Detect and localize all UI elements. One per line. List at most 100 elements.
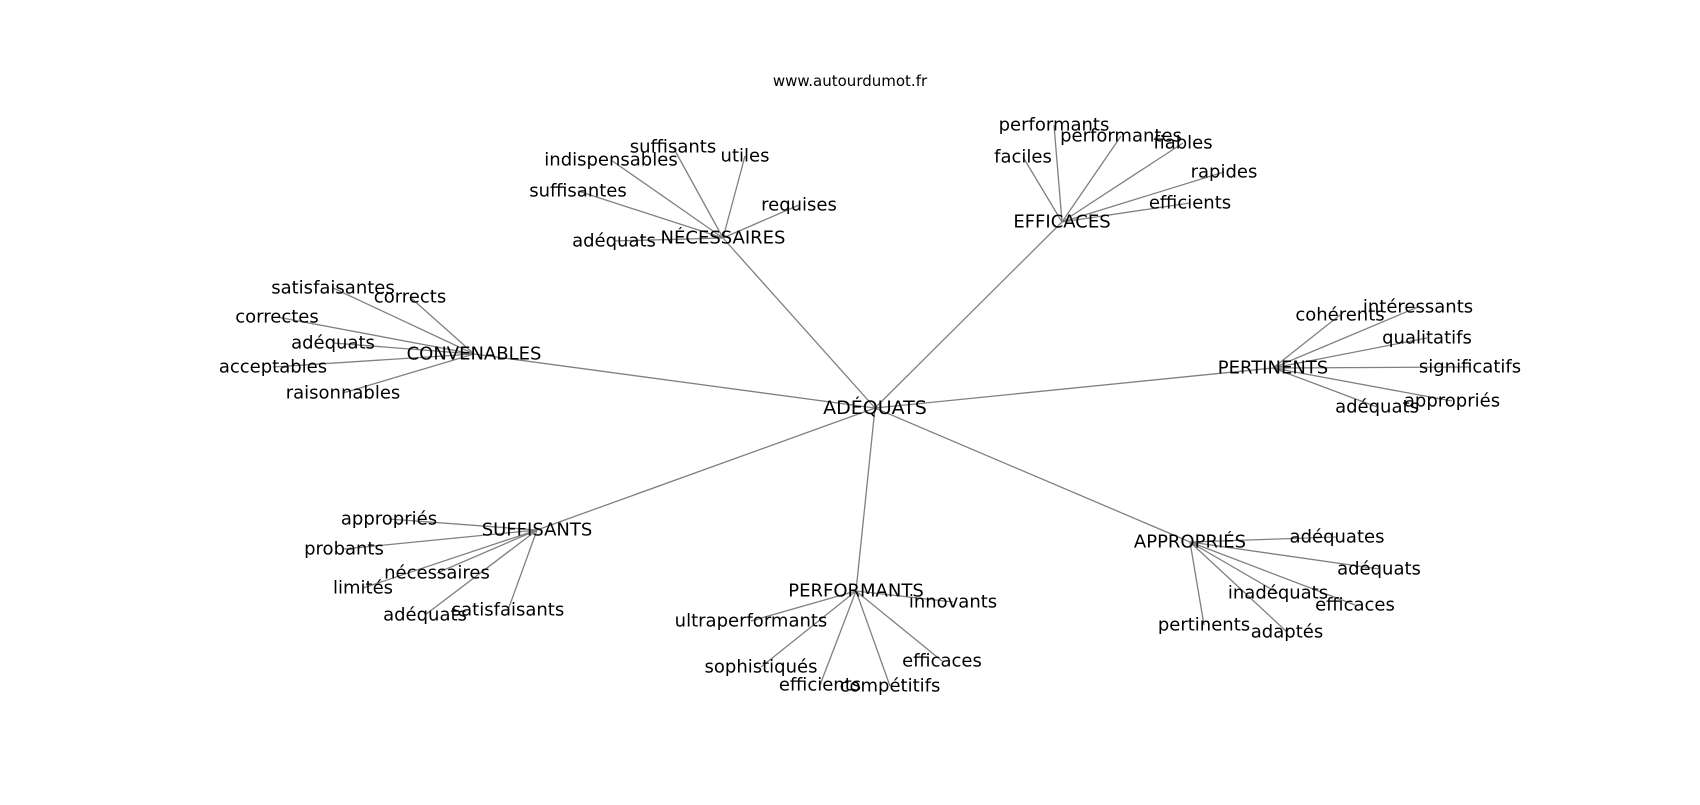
leaf-word-label: qualitatifs (1382, 328, 1472, 349)
leaf-word-label: sophistiqués (705, 657, 818, 678)
edge-branch-to-leaf (1061, 171, 1225, 223)
watermark: www.autourdumot.fr (772, 72, 928, 90)
leaf-word-label: faciles (994, 147, 1052, 168)
edge-branch-to-leaf (855, 590, 891, 687)
edge-branch-to-leaf (332, 287, 475, 355)
branch-word-label: SUFFISANTS (482, 520, 593, 541)
leaf-word-label: requises (761, 195, 837, 216)
edge-branch-to-leaf (1022, 156, 1063, 223)
edge-branch-to-leaf (722, 155, 746, 239)
edge-branch-to-leaf (1189, 536, 1338, 543)
edge-branch-to-leaf (424, 529, 538, 616)
edge-branch-to-leaf (855, 590, 954, 603)
edge-branch-to-leaf (855, 590, 943, 662)
leaf-word-label: efficaces (1315, 595, 1395, 616)
leaf-word-label: satisfaisants (452, 600, 564, 621)
edge-branch-to-leaf (1061, 142, 1184, 223)
edge-branch-to-leaf (577, 190, 724, 239)
leaf-word-label: adéquats (1337, 559, 1421, 580)
leaf-word-label: limités (333, 578, 393, 599)
leaf-word-label: appropriés (1404, 391, 1500, 412)
leaf-word-label: nécessaires (384, 563, 490, 584)
edge-center-to-branch (874, 407, 1191, 543)
edge-branch-to-leaf (1189, 541, 1356, 606)
edge-branch-to-leaf (750, 590, 857, 622)
edge-branch-to-leaf (409, 296, 475, 355)
leaf-word-label: acceptables (219, 357, 327, 378)
edge-branch-to-leaf (613, 237, 724, 242)
leaf-word-label: adéquates (1290, 527, 1385, 548)
leaf-word-label: pertinents (1158, 615, 1250, 636)
branch-word-label: NÉCESSAIRES (661, 227, 786, 249)
edge-branch-to-leaf (1189, 541, 1279, 594)
edge-branch-to-leaf (1272, 366, 1471, 369)
edge-branch-to-leaf (362, 529, 538, 589)
leaf-word-label: inadéquats (1228, 583, 1328, 604)
edge-branch-to-leaf (1272, 337, 1428, 369)
branch-word-label: EFFICACES (1013, 212, 1110, 233)
edge-branch-to-leaf (1189, 541, 1380, 570)
leaf-word-label: corrects (374, 287, 446, 308)
leaf-word-label: raisonnables (286, 383, 401, 404)
edge-branch-to-leaf (436, 529, 538, 574)
leaf-word-label: adéquats (572, 231, 656, 252)
branch-word-label: PERTINENTS (1218, 358, 1328, 379)
leaf-word-label: compétitifs (840, 676, 941, 697)
branch-word-label: PERFORMANTS (788, 581, 924, 602)
leaf-word-label: indispensables (544, 150, 677, 171)
leaf-word-label: correctes (235, 307, 318, 328)
leaf-word-label: adaptés (1251, 622, 1323, 643)
leaf-word-label: utiles (721, 146, 770, 167)
edge-branch-to-leaf (1061, 135, 1122, 223)
edge-branch-to-leaf (1189, 541, 1205, 626)
leaf-word-label: performants (999, 115, 1110, 136)
edge-center-to-branch (473, 353, 876, 409)
leaf-word-label: cohérents (1295, 305, 1384, 326)
leaf-word-label: significatifs (1419, 357, 1521, 378)
center-word-label: ADÉQUATS (823, 396, 927, 419)
edge-branch-to-leaf (388, 518, 538, 531)
leaf-word-label: satisfaisantes (271, 278, 395, 299)
edge-branch-to-leaf (332, 342, 475, 355)
edge-branch-to-leaf (610, 159, 724, 239)
edge-branch-to-leaf (343, 529, 538, 550)
leaf-word-label: suffisants (630, 137, 716, 158)
leaf-word-label: adéquats (1335, 397, 1419, 418)
edge-center-to-branch (855, 407, 876, 592)
edge-branch-to-leaf (1272, 314, 1341, 369)
leaf-word-label: adéquats (291, 333, 375, 354)
edge-branch-to-leaf (672, 146, 724, 239)
leaf-word-label: fiables (1153, 133, 1212, 154)
leaf-word-label: performantes (1060, 126, 1182, 147)
edge-branch-to-leaf (276, 316, 475, 355)
leaf-word-label: rapides (1191, 162, 1258, 183)
edge-branch-to-leaf (1053, 124, 1063, 223)
edge-branch-to-leaf (1061, 202, 1191, 223)
edge-branch-to-leaf (722, 204, 800, 239)
edge-center-to-branch (874, 367, 1274, 409)
leaf-word-label: efficaces (902, 651, 982, 672)
edge-center-to-branch (722, 237, 876, 409)
leaf-word-label: efficients (779, 675, 861, 696)
leaf-word-label: intéressants (1363, 297, 1473, 318)
leaf-word-label: suffisantes (529, 181, 627, 202)
edge-branch-to-leaf (272, 353, 475, 368)
leaf-word-label: efficients (1149, 193, 1231, 214)
edge-branch-to-leaf (507, 529, 538, 611)
edge-center-to-branch (874, 221, 1063, 409)
branch-word-label: CONVENABLES (407, 344, 542, 365)
leaf-word-label: innovants (909, 592, 997, 613)
leaf-word-label: probants (304, 539, 384, 560)
edge-center-to-branch (536, 407, 876, 531)
leaf-word-label: appropriés (341, 509, 437, 530)
edge-branch-to-leaf (342, 353, 475, 394)
leaf-word-label: ultraperformants (675, 611, 828, 632)
edge-branch-to-leaf (760, 590, 857, 668)
edge-branch-to-leaf (1272, 367, 1378, 408)
edge-branch-to-leaf (1189, 541, 1288, 633)
edge-branch-to-leaf (1272, 367, 1453, 402)
edge-branch-to-leaf (1272, 306, 1419, 369)
branch-word-label: APPROPRIÉS (1134, 531, 1246, 553)
